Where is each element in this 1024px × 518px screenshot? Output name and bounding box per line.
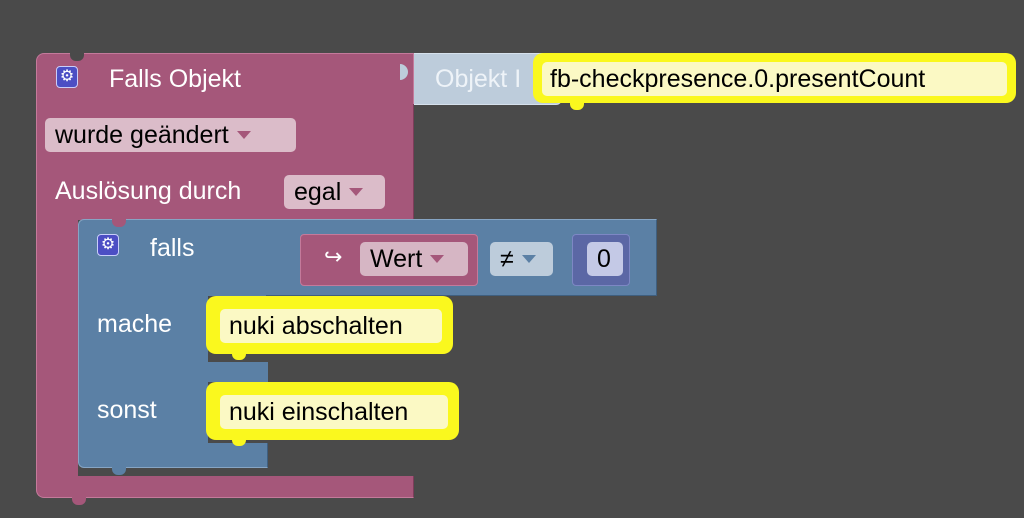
- do-action-block[interactable]: nuki abschalten: [220, 309, 442, 343]
- object-id-connector: [400, 64, 408, 80]
- do-action-highlight[interactable]: nuki abschalten: [206, 296, 453, 354]
- else-action-highlight[interactable]: nuki einschalten: [206, 382, 459, 440]
- do-action-tab: [232, 352, 246, 360]
- trigger-source-label: Auslösung durch: [55, 177, 242, 205]
- if-block-footer[interactable]: [78, 443, 268, 468]
- value-dropdown[interactable]: Wert: [360, 242, 468, 276]
- else-label: sonst: [97, 396, 157, 424]
- event-block-footer[interactable]: [36, 476, 414, 498]
- trigger-dropdown-value: wurde geändert: [55, 121, 229, 149]
- source-dropdown-value: egal: [294, 178, 342, 206]
- else-action-block[interactable]: nuki einschalten: [220, 395, 448, 429]
- gear-icon[interactable]: ⚙: [97, 234, 119, 256]
- object-id-highlight[interactable]: fb-checkpresence.0.presentCount: [533, 53, 1016, 103]
- event-block-header[interactable]: [36, 53, 414, 105]
- number-field[interactable]: 0: [587, 242, 623, 276]
- if-block-divider[interactable]: [206, 362, 268, 382]
- chevron-down-icon: [236, 130, 251, 139]
- event-block-spine[interactable]: [36, 219, 78, 477]
- chevron-down-icon: [521, 254, 536, 263]
- event-block-bottom-tab: [72, 497, 86, 505]
- if-block-spine[interactable]: [78, 295, 208, 444]
- operator-dropdown-value: ≠: [500, 245, 514, 273]
- event-block-title: Falls Objekt: [109, 65, 241, 93]
- object-id-value[interactable]: fb-checkpresence.0.presentCount: [542, 62, 1007, 96]
- gear-icon[interactable]: ⚙: [56, 66, 78, 88]
- else-action-tab: [232, 438, 246, 446]
- chevron-down-icon: [349, 187, 364, 196]
- do-label: mache: [97, 310, 173, 338]
- object-id-tab: [570, 102, 584, 110]
- if-block-top-notch: [112, 219, 126, 227]
- object-id-label: Objekt I: [435, 65, 522, 93]
- if-block-header[interactable]: [78, 219, 268, 296]
- operator-dropdown[interactable]: ≠: [490, 242, 553, 276]
- trigger-dropdown[interactable]: wurde geändert: [45, 118, 296, 152]
- chevron-down-icon: [430, 254, 445, 263]
- return-arrow-icon: ↪: [324, 244, 343, 269]
- event-block-top-notch: [70, 53, 84, 61]
- if-block-bottom-tab: [112, 467, 126, 475]
- source-dropdown[interactable]: egal: [284, 175, 385, 209]
- value-dropdown-value: Wert: [370, 245, 423, 273]
- if-label: falls: [150, 234, 195, 262]
